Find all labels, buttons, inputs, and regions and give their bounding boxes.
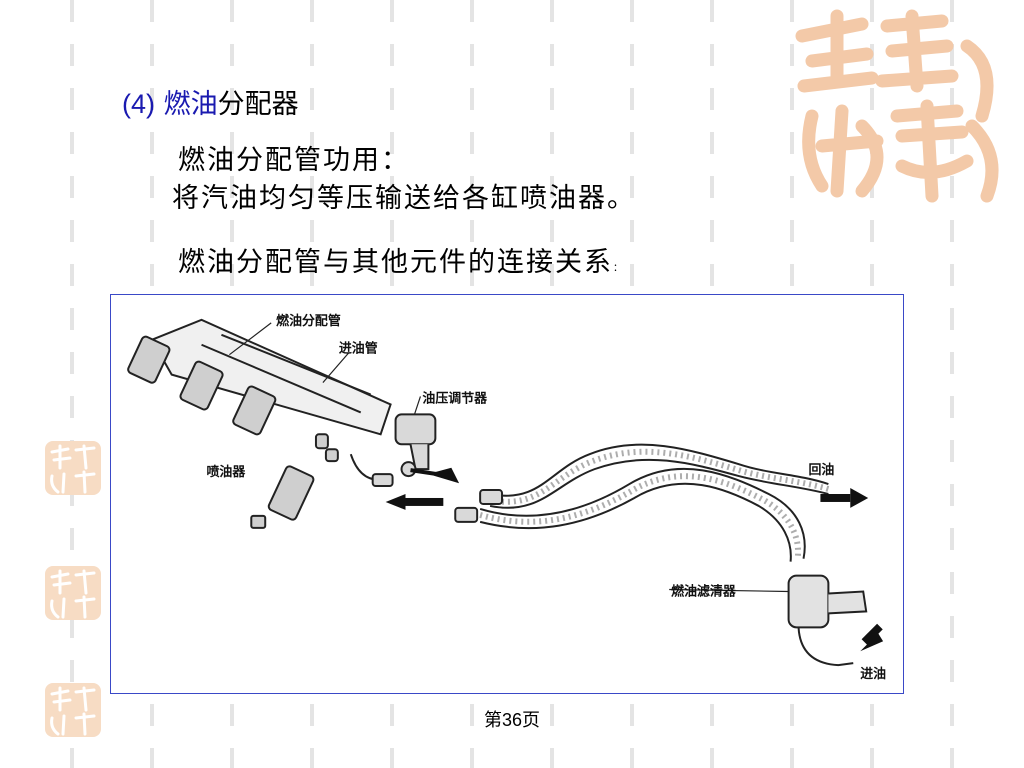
connection-title-text: 燃油分配管与其他元件的连接关系 (178, 247, 613, 278)
heading-rest: 分配器 (217, 89, 299, 120)
body-line-function-title: 燃油分配管功用： (178, 145, 410, 176)
decorative-seal-small-2 (45, 566, 101, 620)
connection-title-suffix: ： (613, 263, 625, 274)
decorative-seal-large (795, 9, 999, 203)
label-fuel-filter: 燃油滤清器 (671, 583, 737, 599)
label-fuel-rail: 燃油分配管 (276, 313, 341, 329)
slide-heading: (4) 燃油分配器 (122, 82, 299, 121)
return-arrow (850, 488, 869, 508)
body-line-connection-title: 燃油分配管与其他元件的连接关系： (178, 240, 625, 279)
fuel-rail-diagram: 燃油分配管 进油管 油压调节器 喷油器 回油 燃油滤清器 进油 (110, 294, 904, 694)
body-line-function-desc: 将汽油均匀等压输送给各缸喷油器。 (172, 183, 636, 214)
supply-hose-outer (479, 467, 806, 559)
fuel-rail-illustration: 燃油分配管 进油管 油压调节器 喷油器 回油 燃油滤清器 进油 (127, 313, 886, 682)
inlet-arrow (860, 633, 884, 652)
page-number: 第36页 (483, 710, 541, 730)
fuel-filter (787, 574, 830, 629)
decorative-seal-small-3 (45, 683, 101, 737)
heading-number: (4) (122, 89, 155, 119)
pressure-regulator (394, 413, 437, 446)
label-inlet-fuel: 进油 (860, 666, 886, 682)
return-hose-inner (489, 458, 829, 509)
fuel-rail-body (150, 318, 392, 436)
flow-arrow-to-regulator (410, 467, 460, 484)
flow-arrow-back (385, 494, 406, 510)
label-inlet-pipe: 进油管 (339, 341, 378, 357)
injector-detached (267, 465, 315, 521)
return-hose-outer (489, 443, 829, 497)
label-injector: 喷油器 (207, 464, 247, 480)
supply-hose-inner (479, 482, 792, 562)
decorative-seal-small-1 (45, 441, 101, 495)
label-return-fuel: 回油 (808, 462, 834, 478)
label-pressure-regulator: 油压调节器 (422, 390, 488, 406)
heading-highlight: 燃油 (163, 89, 218, 120)
